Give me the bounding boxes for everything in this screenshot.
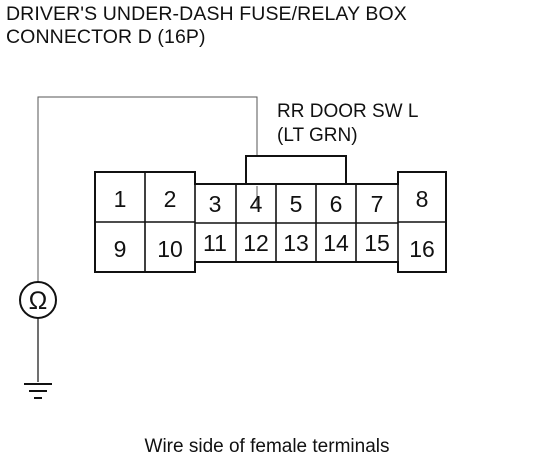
terminal-8: 8 — [416, 186, 429, 212]
terminal-11: 11 — [203, 230, 227, 256]
wire-name-label: RR DOOR SW L — [277, 101, 419, 122]
caption: Wire side of female terminals — [144, 436, 390, 457]
ohmmeter-circle — [19, 281, 57, 319]
terminal-2: 2 — [164, 186, 177, 212]
terminal-1: 1 — [114, 186, 127, 212]
ohm-symbol: Ω — [29, 287, 48, 315]
terminal-14: 14 — [323, 230, 349, 256]
terminal-5: 5 — [290, 191, 303, 217]
terminal-7: 7 — [371, 191, 384, 217]
terminal-12: 12 — [243, 230, 269, 256]
terminal-16: 16 — [409, 236, 435, 262]
title-line-2: CONNECTOR D (16P) — [6, 26, 206, 48]
wire-label: RR DOOR SW L (LT GRN) — [277, 100, 418, 148]
ground-icon — [24, 383, 52, 399]
terminal-13: 13 — [283, 230, 309, 256]
terminal-4: 4 — [250, 191, 263, 217]
terminal-6: 6 — [330, 191, 343, 217]
title-line-1: DRIVER'S UNDER-DASH FUSE/RELAY BOX — [6, 3, 407, 25]
terminal-numbers: 1 2 3 4 5 6 7 8 9 10 11 12 13 14 15 16 — [114, 186, 435, 262]
terminal-3: 3 — [209, 191, 222, 217]
probe-wire — [37, 96, 258, 282]
ohmmeter: Ω — [19, 281, 57, 319]
terminal-10: 10 — [157, 236, 183, 262]
connector-latch — [245, 155, 347, 187]
terminal-grid — [95, 172, 446, 272]
terminal-15: 15 — [364, 230, 390, 256]
wire-color-label: (LT GRN) — [277, 125, 358, 146]
diagram-title: DRIVER'S UNDER-DASH FUSE/RELAY BOX CONNE… — [6, 3, 407, 49]
terminal-9: 9 — [114, 236, 127, 262]
